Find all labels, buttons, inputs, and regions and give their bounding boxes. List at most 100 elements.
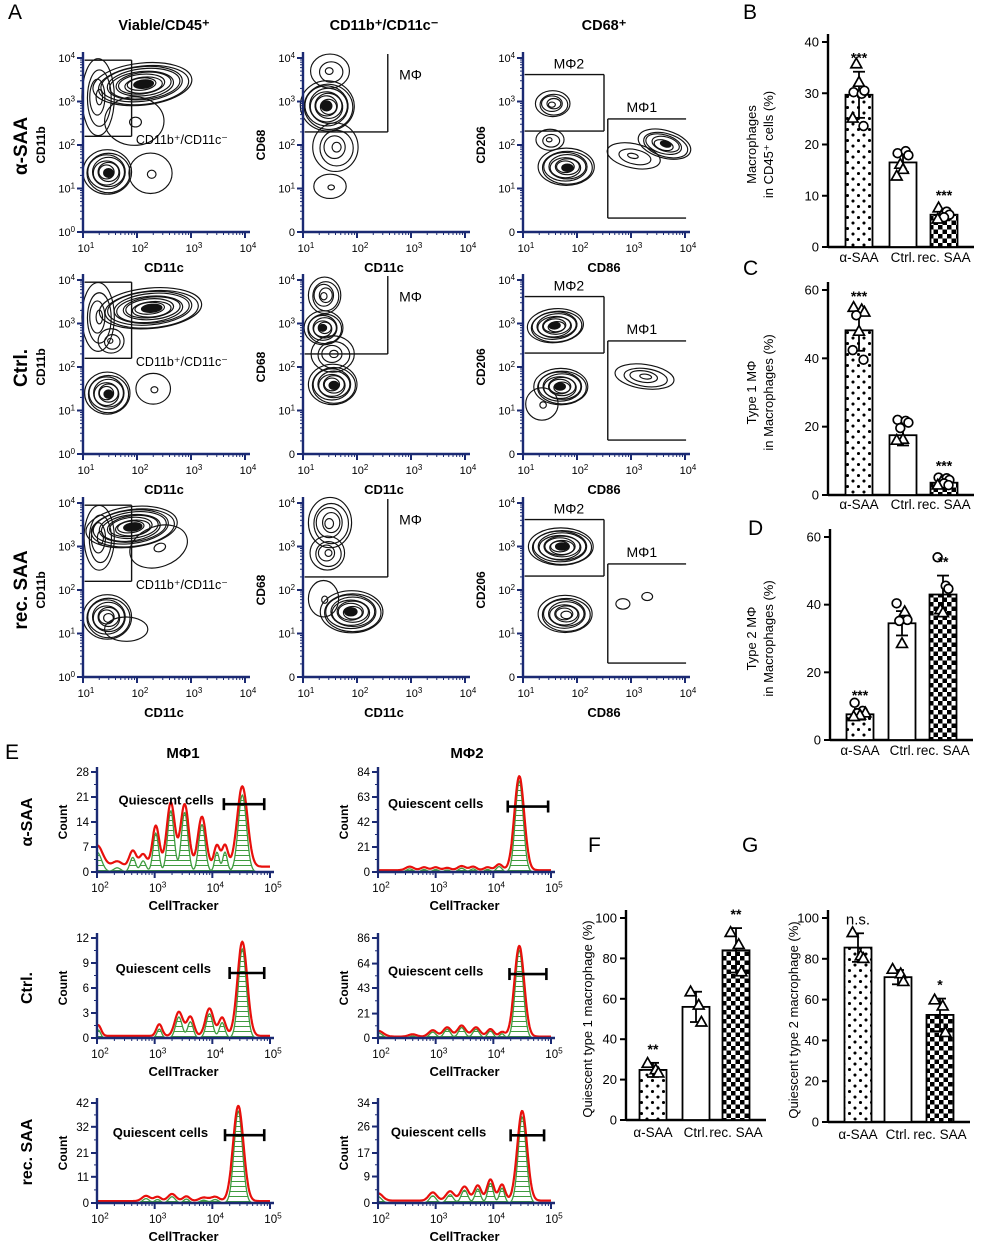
svg-text:103: 103: [430, 881, 448, 895]
svg-text:CellTracker: CellTracker: [148, 1064, 218, 1079]
svg-text:20: 20: [805, 419, 819, 434]
svg-text:102: 102: [278, 583, 295, 597]
svg-text:Quiescent cells: Quiescent cells: [119, 793, 214, 808]
svg-text:104: 104: [58, 496, 75, 510]
svg-text:103: 103: [149, 881, 167, 895]
svg-text:0: 0: [814, 733, 821, 748]
svg-text:101: 101: [498, 181, 515, 195]
svg-text:***: ***: [852, 687, 869, 703]
svg-text:101: 101: [498, 626, 515, 640]
svg-text:CellTracker: CellTracker: [148, 898, 218, 913]
svg-text:103: 103: [186, 686, 203, 700]
svg-text:CD206: CD206: [474, 348, 488, 386]
svg-text:104: 104: [278, 273, 295, 287]
svg-text:in Macrophages (%): in Macrophages (%): [761, 580, 776, 696]
panel-e-row-label-ctrl: Ctrl.: [19, 972, 36, 1004]
svg-text:103: 103: [278, 94, 295, 108]
svg-text:102: 102: [278, 360, 295, 374]
svg-text:0: 0: [509, 227, 515, 239]
svg-text:103: 103: [186, 463, 203, 477]
svg-text:21: 21: [76, 792, 89, 804]
svg-text:CD11b⁺/CD11c⁻: CD11b⁺/CD11c⁻: [136, 355, 228, 369]
panel-g-label: G: [742, 834, 759, 857]
svg-text:34: 34: [357, 1098, 370, 1110]
svg-text:104: 104: [680, 241, 697, 255]
svg-text:80: 80: [805, 951, 819, 966]
svg-text:Count: Count: [337, 1136, 351, 1171]
svg-text:104: 104: [498, 51, 515, 65]
svg-text:CellTracker: CellTracker: [429, 1229, 499, 1244]
svg-text:3: 3: [83, 1008, 89, 1020]
panel-a-col-title-cd11b: CD11b⁺/CD11c⁻: [329, 18, 439, 34]
svg-text:0: 0: [289, 672, 295, 684]
svg-text:104: 104: [488, 1212, 506, 1226]
svg-text:104: 104: [488, 881, 506, 895]
svg-text:103: 103: [498, 316, 515, 330]
svg-text:103: 103: [626, 686, 643, 700]
svg-text:MΦ2: MΦ2: [554, 56, 585, 72]
svg-text:CD11c: CD11c: [364, 482, 404, 497]
svg-text:84: 84: [357, 767, 370, 779]
panel-a-col-title-viable: Viable/CD45⁺: [118, 18, 210, 34]
svg-text:104: 104: [58, 51, 75, 65]
panel-e-row-label-asaa: α-SAA: [19, 797, 36, 847]
svg-text:CD68: CD68: [254, 351, 268, 382]
svg-text:0: 0: [364, 1198, 370, 1210]
svg-text:103: 103: [58, 539, 75, 553]
svg-text:***: ***: [851, 288, 868, 304]
svg-text:100: 100: [58, 670, 75, 684]
svg-text:101: 101: [78, 463, 95, 477]
svg-text:Quiescent cells: Quiescent cells: [113, 1125, 208, 1140]
svg-text:100: 100: [797, 911, 819, 926]
svg-text:7: 7: [83, 842, 89, 854]
panel-e-col-title-m1: MΦ1: [166, 745, 200, 762]
svg-text:103: 103: [58, 316, 75, 330]
svg-text:α-SAA: α-SAA: [839, 250, 878, 265]
svg-text:42: 42: [76, 1098, 89, 1110]
svg-text:100: 100: [58, 225, 75, 239]
svg-text:**: **: [731, 906, 742, 922]
svg-text:101: 101: [298, 463, 315, 477]
svg-text:104: 104: [207, 881, 225, 895]
panel-c-label: C: [743, 257, 759, 280]
svg-text:Quiescent type 2 macrophage (%: Quiescent type 2 macrophage (%): [786, 921, 801, 1118]
svg-text:43: 43: [357, 983, 370, 995]
svg-text:n.s.: n.s.: [846, 911, 870, 928]
svg-text:101: 101: [498, 403, 515, 417]
svg-text:102: 102: [498, 583, 515, 597]
svg-text:101: 101: [518, 686, 535, 700]
svg-text:Macrophages: Macrophages: [744, 105, 759, 184]
svg-text:26: 26: [357, 1122, 370, 1134]
svg-text:101: 101: [298, 686, 315, 700]
svg-text:40: 40: [805, 351, 819, 366]
svg-text:102: 102: [352, 686, 369, 700]
svg-text:32: 32: [76, 1122, 89, 1134]
svg-text:103: 103: [278, 316, 295, 330]
svg-text:20: 20: [805, 1074, 819, 1089]
svg-text:rec. SAA: rec. SAA: [917, 250, 970, 265]
svg-text:101: 101: [58, 626, 75, 640]
svg-text:α-SAA: α-SAA: [838, 1127, 877, 1142]
svg-text:103: 103: [626, 241, 643, 255]
svg-text:9: 9: [364, 1172, 370, 1184]
svg-text:104: 104: [498, 496, 515, 510]
svg-text:9: 9: [83, 958, 89, 970]
svg-text:102: 102: [91, 881, 109, 895]
svg-text:105: 105: [264, 1212, 282, 1226]
svg-text:Ctrl.: Ctrl.: [890, 743, 915, 758]
svg-text:0: 0: [289, 227, 295, 239]
svg-text:101: 101: [298, 241, 315, 255]
